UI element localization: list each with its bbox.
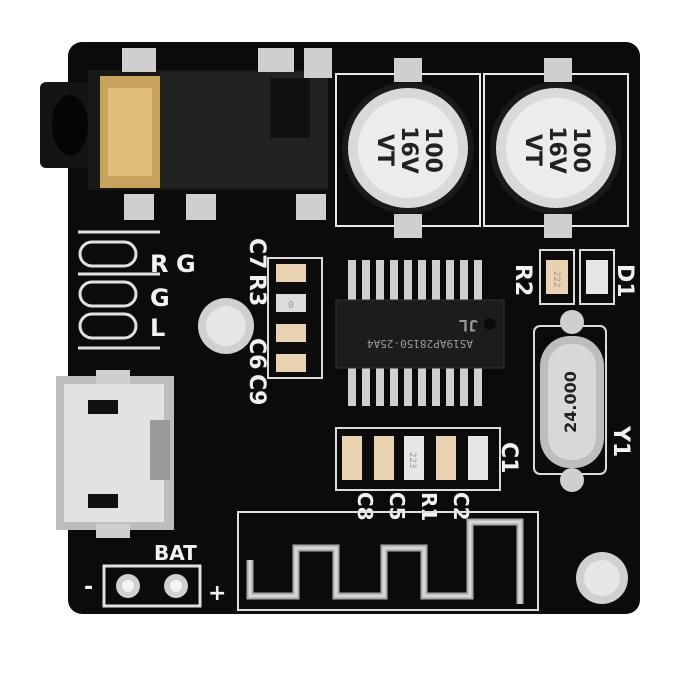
label-led-g: G	[176, 250, 196, 278]
label-r2: R2	[510, 264, 535, 296]
chip-marking: AS19AP28150-25A4	[367, 337, 473, 350]
label-led-l: L	[150, 314, 165, 342]
resistor-code-r1: 223	[407, 452, 417, 468]
cap1-line3: VT	[372, 134, 397, 166]
electrolytic-capacitor-2	[490, 82, 622, 214]
crystal-marking: 24.000	[561, 371, 580, 433]
label-r1: R1	[417, 492, 441, 521]
label-c1: C1	[496, 442, 521, 473]
electrolytic-capacitor-1	[342, 82, 474, 214]
label-c2: C2	[449, 492, 473, 521]
label-c9: C9	[244, 374, 269, 405]
cap2-line1: 100	[568, 127, 593, 173]
micro-usb-port	[56, 370, 174, 538]
label-c6: C6	[244, 338, 269, 369]
led-pads	[78, 230, 160, 350]
cap1-line2: 16V	[396, 126, 421, 174]
label-bat: BAT	[154, 541, 197, 565]
label-led-g2: G	[150, 284, 170, 312]
audio-jack	[40, 48, 332, 220]
label-minus: -	[84, 575, 93, 600]
main-chip	[335, 260, 505, 406]
label-y1: Y1	[608, 425, 633, 457]
label-c7: C7	[244, 238, 269, 269]
cap1-line1: 100	[420, 127, 445, 173]
smd-components-left	[267, 257, 323, 379]
label-r3: R3	[244, 274, 269, 306]
bat-terminal-outline	[102, 564, 202, 608]
label-d1: D1	[612, 264, 637, 298]
pcb-antenna	[237, 511, 539, 611]
label-led-r: R	[150, 250, 168, 278]
r2-d1-components	[539, 249, 615, 305]
cap2-line2: 16V	[544, 126, 569, 174]
resistor-code-small: 0	[288, 300, 294, 311]
label-c5: C5	[385, 492, 409, 521]
chip-logo: JL	[459, 316, 478, 335]
smd-components-bottom	[335, 427, 501, 491]
cap2-line3: VT	[520, 134, 545, 166]
label-c8: C8	[353, 492, 377, 521]
label-plus: +	[208, 581, 226, 606]
crystal-oscillator	[533, 310, 607, 492]
resistor-code-r2: 222	[551, 271, 561, 287]
